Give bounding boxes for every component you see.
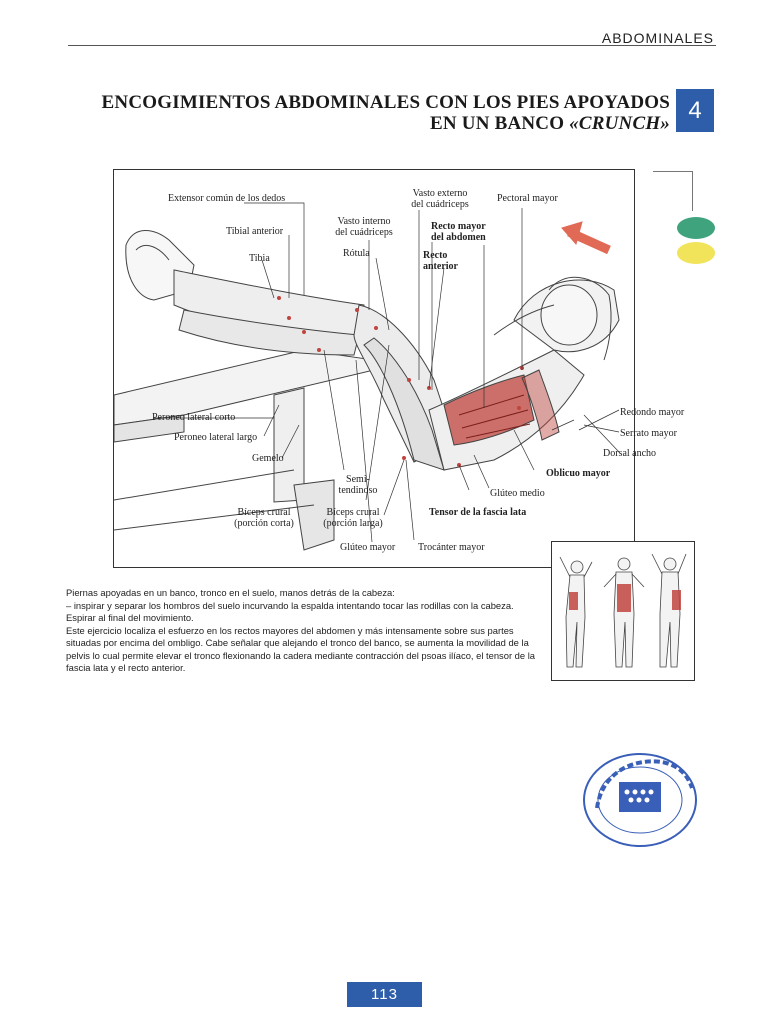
label-biceps-corta-line-2: (porción corta) [234, 518, 294, 529]
label-biceps-larga: Bíceps crural (porción larga) [315, 507, 391, 529]
exercise-description: Piernas apoyadas en un banco, tronco en … [66, 587, 536, 675]
label-gluteo-medio: Glúteo medio [490, 488, 545, 499]
label-biceps-larga-line-2: (porción larga) [323, 518, 383, 529]
label-vasto-interno: Vasto interno del cuádriceps [327, 216, 401, 238]
label-recto-mayor-line-1: Recto mayor [431, 221, 486, 232]
label-vasto-externo-line-2: del cuádriceps [411, 199, 469, 210]
title-line-1: ENCOGIMIENTOS ABDOMINALES CON LOS PIES A… [101, 92, 670, 113]
bracket-line [653, 171, 693, 172]
label-peroneo-corto: Peroneo lateral corto [152, 412, 236, 423]
label-tensor-fascia-lata: Tensor de la fascia lata [429, 507, 527, 518]
label-dorsal-ancho: Dorsal ancho [603, 448, 657, 459]
label-vasto-interno-line-1: Vasto interno [337, 216, 391, 227]
title-line-2: EN UN BANCO «CRUNCH» [90, 113, 670, 134]
label-semitendinoso: Semi- tendinoso [328, 474, 388, 496]
exercise-number-badge: 4 [676, 89, 714, 132]
label-trocanter-mayor: Trocánter mayor [418, 542, 485, 553]
title-line-2-emphasis: «CRUNCH» [569, 113, 670, 134]
description-step: – inspirar y separar los hombros del sue… [66, 599, 514, 624]
bracket-line-vertical [692, 171, 693, 211]
section-title: ABDOMINALES [601, 30, 714, 46]
label-extensor: Extensor común de los dedos [168, 193, 286, 204]
label-recto-anterior-line-1: Recto [423, 250, 448, 261]
header-rule [68, 45, 716, 46]
label-peroneo-largo: Peroneo lateral largo [174, 432, 258, 443]
label-semitendinoso-line-1: Semi- [346, 474, 370, 485]
yellow-oval-icon [677, 242, 715, 264]
label-tibial-anterior: Tibial anterior [226, 226, 284, 237]
description-notes: Este ejercicio localiza el esfuerzo en l… [66, 624, 536, 674]
label-oblicuo-mayor: Oblicuo mayor [546, 468, 611, 479]
label-biceps-larga-line-1: Bíceps crural [326, 507, 380, 518]
label-vasto-externo: Vasto externo del cuádriceps [402, 188, 478, 210]
label-rotula: Rótula [343, 248, 370, 259]
label-biceps-corta-line-1: Bíceps crural [237, 507, 291, 518]
label-semitendinoso-line-2: tendinoso [338, 485, 378, 496]
muscle-thumbnail [551, 541, 695, 681]
label-vasto-interno-line-2: del cuádriceps [335, 227, 393, 238]
label-recto-mayor: Recto mayor del abdomen [431, 221, 486, 243]
title-line-2-main: EN UN BANCO [430, 113, 570, 134]
label-recto-mayor-line-2: del abdomen [431, 232, 486, 243]
label-serrato-mayor: Serrato mayor [620, 428, 677, 439]
label-redondo-mayor: Redondo mayor [620, 407, 685, 418]
label-gemelo: Gemelo [252, 453, 284, 464]
three-figures-drawing [559, 553, 687, 668]
library-stamp-seal [583, 753, 697, 847]
label-biceps-corta: Bíceps crural (porción corta) [226, 507, 302, 529]
label-vasto-externo-line-1: Vasto externo [412, 188, 468, 199]
label-pectoral-mayor: Pectoral mayor [497, 193, 558, 204]
label-recto-anterior: Recto anterior [423, 250, 458, 272]
green-oval-icon [677, 217, 715, 239]
exercise-title: ENCOGIMIENTOS ABDOMINALES CON LOS PIES A… [90, 92, 670, 134]
anatomy-illustration [113, 169, 635, 568]
page-number: 113 [347, 982, 422, 1007]
description-intro: Piernas apoyadas en un banco, tronco en … [66, 587, 395, 598]
label-recto-anterior-line-2: anterior [423, 261, 458, 272]
crunch-figure-drawing [114, 202, 620, 551]
label-tibia: Tibia [249, 253, 270, 264]
label-gluteo-mayor: Glúteo mayor [340, 542, 396, 553]
